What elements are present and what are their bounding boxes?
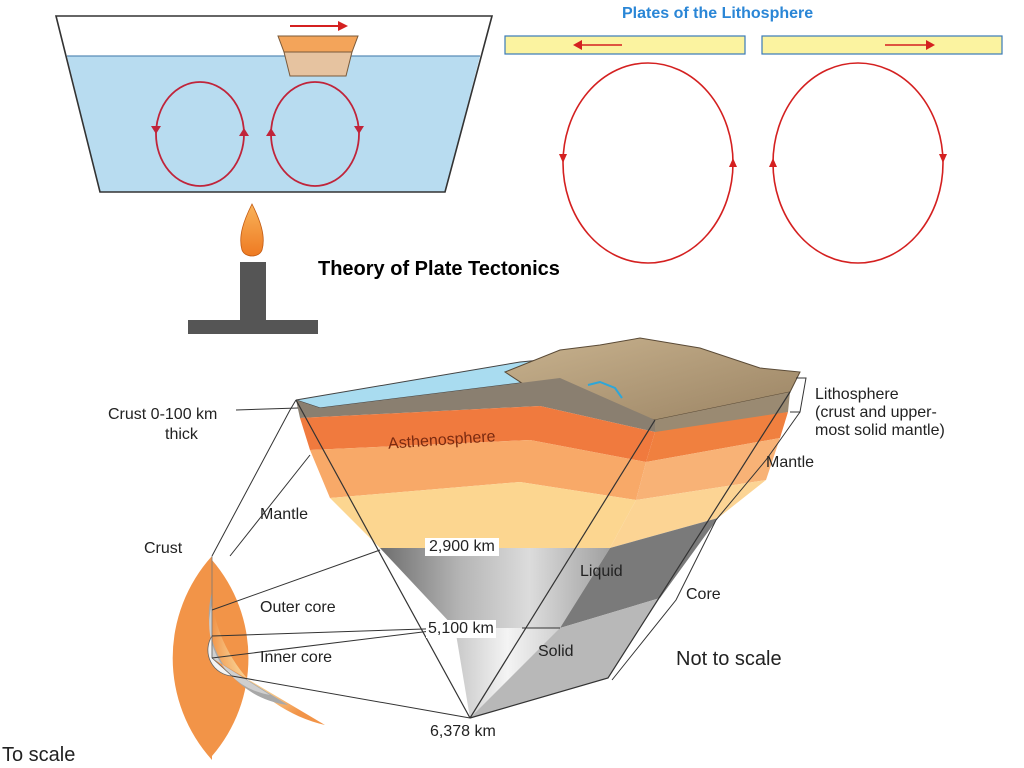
mantle-loop-arrow-1 bbox=[559, 154, 567, 163]
inner-core-disc bbox=[207, 634, 234, 677]
loop-arrow-4 bbox=[354, 126, 364, 134]
loop-arrow-3 bbox=[266, 128, 276, 136]
label-core: Core bbox=[686, 586, 721, 603]
loop-arrow-2 bbox=[239, 128, 249, 136]
leader-mantle-left bbox=[229, 454, 311, 557]
label-depth-5100: 5,100 km bbox=[426, 620, 496, 638]
tank-water bbox=[67, 56, 480, 192]
label-depth-2900: 2,900 km bbox=[425, 538, 499, 556]
plate-left bbox=[504, 35, 746, 55]
label-lithosphere-line1: Lithosphere bbox=[815, 386, 899, 403]
label-solid: Solid bbox=[538, 643, 574, 660]
plate-right-arrow-head bbox=[926, 40, 935, 50]
leader-inner-core bbox=[211, 627, 456, 659]
burner bbox=[188, 203, 318, 334]
wedge-left-edge bbox=[295, 399, 471, 719]
outer-core-right bbox=[560, 518, 718, 628]
asthenosphere-band-left bbox=[300, 406, 655, 462]
label-crust-thickness-line1: Crust 0-100 km bbox=[108, 406, 218, 423]
earth-wedge bbox=[295, 337, 801, 719]
mantle-upper-right bbox=[636, 438, 780, 500]
label-not-to-scale: Not to scale bbox=[676, 648, 782, 670]
label-mantle-left: Mantle bbox=[260, 506, 309, 523]
mantle-lower-left bbox=[330, 482, 636, 548]
loop-arrow-1 bbox=[151, 126, 161, 134]
plate-left-arrow-head bbox=[573, 40, 582, 50]
wedge-right-edge bbox=[469, 391, 791, 719]
leader-5100 bbox=[211, 627, 456, 637]
leader-outer-core bbox=[211, 549, 381, 611]
convection-tank bbox=[54, 15, 494, 193]
inner-core-left bbox=[455, 628, 560, 718]
earth-section-to-scale bbox=[172, 556, 325, 760]
mantle-loop-right bbox=[772, 62, 944, 264]
inner-core-right bbox=[470, 598, 660, 718]
block-arrow-head bbox=[338, 21, 348, 31]
mantle-band bbox=[210, 560, 325, 725]
floating-block-bottom bbox=[283, 51, 353, 77]
flame-icon bbox=[240, 203, 264, 257]
leader-crust-thick bbox=[235, 407, 299, 411]
label-crust-thickness-line2: thick bbox=[165, 426, 198, 443]
burner-base bbox=[188, 320, 318, 334]
bracket-mantle bbox=[715, 411, 801, 521]
label-lithosphere-line2: (crust and upper- bbox=[815, 404, 937, 421]
leader-lines bbox=[211, 377, 807, 719]
mantle-lower-right bbox=[610, 480, 766, 548]
leader-crust-halfring bbox=[211, 399, 297, 557]
label-crust: Crust bbox=[144, 540, 183, 557]
bracket-lithosphere bbox=[790, 377, 807, 413]
label-lithosphere-line3: most solid mantle) bbox=[815, 422, 945, 439]
mantle-loop-arrow-4 bbox=[939, 154, 947, 163]
floating-block-top bbox=[277, 35, 359, 53]
label-liquid: Liquid bbox=[580, 563, 623, 580]
outer-core-light bbox=[209, 604, 270, 695]
crust-layer-left bbox=[296, 378, 655, 432]
mantle-loop-arrow-3 bbox=[769, 158, 777, 167]
plate-right bbox=[761, 35, 1003, 55]
plates-diagram bbox=[504, 35, 1003, 264]
mantle-upper-left bbox=[310, 440, 646, 500]
label-mantle-right: Mantle bbox=[766, 454, 815, 471]
mantle-loop-arrow-2 bbox=[729, 158, 737, 167]
asthenosphere-band-right bbox=[646, 412, 788, 462]
burner-tube bbox=[240, 262, 266, 320]
bracket-core bbox=[611, 519, 717, 681]
label-inner-core: Inner core bbox=[260, 649, 333, 666]
outer-core-left bbox=[380, 548, 610, 628]
tank-outline bbox=[54, 15, 494, 193]
leader-inner-core-bottom bbox=[231, 675, 471, 719]
river bbox=[587, 380, 623, 399]
label-outer-core: Outer core bbox=[260, 599, 336, 616]
label-to-scale: To scale bbox=[2, 744, 76, 766]
wedge-front-edge bbox=[469, 419, 656, 719]
page-title: Theory of Plate Tectonics bbox=[318, 258, 560, 280]
plates-title: Plates of the Lithosphere bbox=[622, 5, 814, 22]
label-depth-6378: 6,378 km bbox=[430, 723, 496, 740]
mantle-loop-left bbox=[562, 62, 734, 264]
